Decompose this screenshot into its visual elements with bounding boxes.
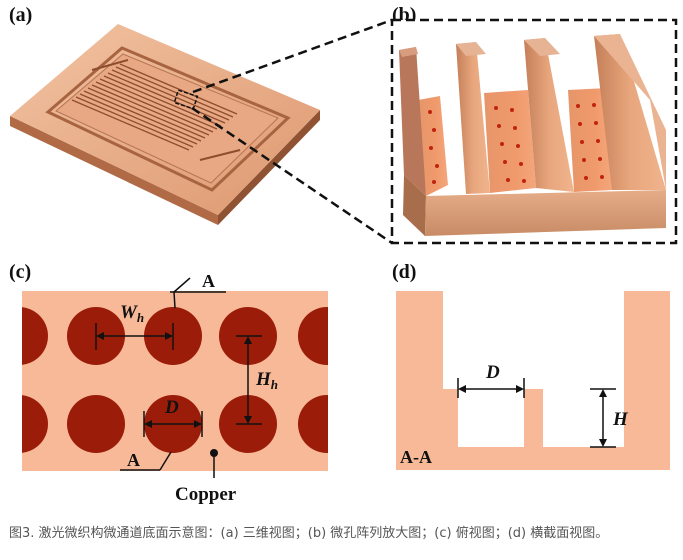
block-front-face: [425, 190, 666, 236]
panel-d-cross-section: D H A-A: [396, 291, 670, 470]
plate-channel-region: [55, 53, 279, 184]
fin-4: [594, 34, 666, 190]
fin-3: [524, 38, 574, 192]
plate-outlet-slot: [199, 149, 241, 161]
section-height-label: H: [612, 409, 629, 430]
plate-inlet-slot: [91, 59, 129, 71]
diameter-dim-label: D: [164, 397, 179, 418]
zoom-line-bottom: [191, 106, 393, 245]
fin-2: [456, 42, 490, 194]
panel-a-label: (a): [9, 4, 33, 26]
cross-section-profile: [396, 291, 670, 470]
channel-floor-2: [484, 90, 536, 193]
panel-b-enlarged-view: [390, 18, 678, 245]
panel-c-top-view: A A Wh Hh D Copper: [22, 271, 328, 505]
panel-d-label: (d): [392, 261, 417, 283]
zoom-region-box: [173, 89, 199, 110]
plate-front-edge: [10, 116, 218, 225]
height-dim-label: Hh: [255, 369, 278, 392]
block-left-face: [403, 175, 426, 236]
section-label-bottom: A: [127, 450, 140, 470]
plate-microchannel-lines: [71, 63, 238, 151]
width-dim-label: Wh: [120, 302, 144, 325]
fin-1: [399, 47, 426, 196]
channel-floor-1: [418, 96, 448, 196]
section-label-top: A: [202, 271, 215, 291]
hole: [67, 395, 125, 453]
plate-right-edge: [218, 110, 320, 225]
hole: [298, 307, 328, 365]
hole: [22, 307, 48, 365]
section-diameter-label: D: [485, 362, 500, 383]
hole: [22, 395, 48, 453]
zoom-line-top: [192, 18, 393, 94]
hole: [298, 395, 328, 453]
section-name-label: A-A: [400, 447, 432, 467]
panel-c-label: (c): [9, 261, 32, 283]
panel-a-3d-view: [10, 24, 320, 225]
channel-floor-3: [568, 88, 612, 192]
section-line-bottom: [159, 451, 172, 471]
figure-caption: 图3. 激光微织构微通道底面示意图：(a) 三维视图；(b) 微孔阵列放大图；(…: [9, 526, 609, 541]
copper-label: Copper: [175, 484, 237, 505]
